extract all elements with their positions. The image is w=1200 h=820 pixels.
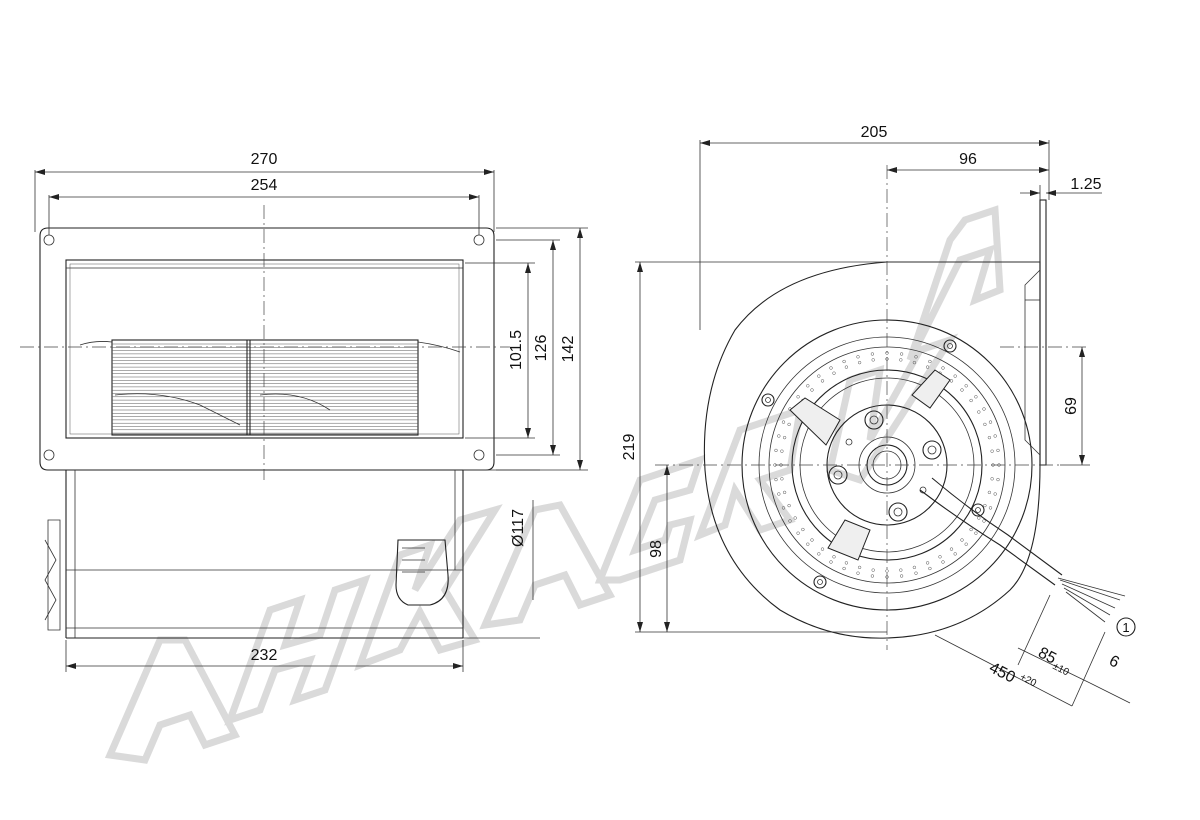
side-view: 205 96 1.25 219 98: [621, 124, 1136, 707]
mount-clips: [789, 369, 951, 561]
outlet-opening: [65, 259, 464, 439]
callout-1-label: 1: [1122, 620, 1129, 635]
dim-98: 98: [648, 465, 670, 632]
rotor-vent-holes: [773, 351, 1001, 579]
cable-gland: [395, 539, 449, 606]
dim-254-label: 254: [251, 177, 278, 194]
dim-85-tol: ±10: [1051, 661, 1071, 679]
flange-plate: [39, 227, 495, 471]
dim-1-25: 1.25: [1020, 176, 1102, 200]
dim-205-label: 205: [861, 124, 888, 141]
cable-wires: [1057, 577, 1126, 623]
side-wires: [44, 519, 61, 631]
dim-232-label: 232: [251, 647, 278, 664]
cable: [919, 489, 1056, 586]
dim-6-label: 6: [1106, 652, 1122, 671]
dim-142-label: 142: [560, 336, 577, 363]
dim-126-label: 126: [533, 335, 550, 362]
hub-screws: [828, 410, 942, 522]
dim-101-5: 101.5: [465, 262, 535, 439]
dim-1-25-label: 1.25: [1070, 176, 1101, 193]
mount-hole-br: [473, 449, 485, 461]
impeller-blades: [79, 339, 461, 436]
dim-254: 254: [48, 177, 480, 235]
dim-d117-label: Ø117: [510, 509, 527, 547]
mount-hole-bl: [43, 449, 55, 461]
dim-85-label: 85: [1035, 644, 1059, 667]
dim-450-label: 450: [986, 659, 1018, 686]
outlet-flange: [1039, 199, 1047, 466]
dim-69: 69: [1060, 347, 1090, 466]
dim-98-label: 98: [648, 540, 665, 558]
dim-diameter-117: Ø117: [463, 469, 540, 639]
callout-1: 1: [1116, 617, 1136, 637]
dim-96-label: 96: [959, 151, 977, 168]
dim-232: 232: [65, 640, 464, 672]
dim-cable: 450 +20 85 ±10 6: [934, 594, 1131, 707]
mount-hole-tl: [43, 234, 55, 246]
dim-219-label: 219: [621, 434, 638, 461]
dim-270: 270: [34, 151, 495, 232]
mount-hole-tr: [473, 234, 485, 246]
housing-body: [44, 470, 464, 639]
dim-96: 96: [887, 151, 1049, 173]
front-view: 270 254 232 101.5: [20, 151, 588, 672]
dim-126: 126: [496, 239, 560, 456]
dim-219: 219: [621, 261, 1040, 633]
watermark: [104, 205, 1004, 764]
scroll-housing: [703, 261, 1041, 639]
dim-101-5-label: 101.5: [508, 330, 525, 370]
dim-69-label: 69: [1063, 397, 1080, 415]
dim-270-label: 270: [251, 151, 278, 168]
